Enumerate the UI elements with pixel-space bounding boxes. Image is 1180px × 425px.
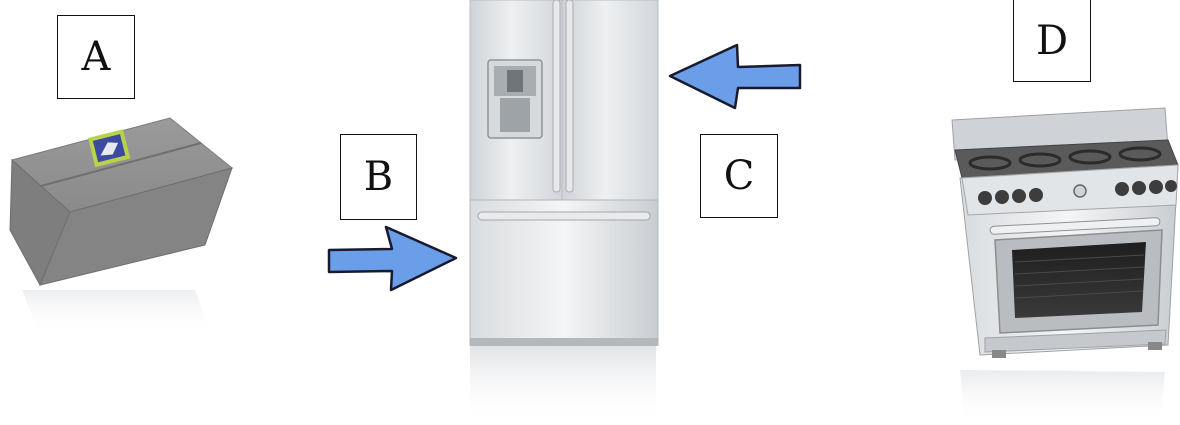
stove-oven-icon bbox=[952, 108, 1178, 425]
label-d: D bbox=[1036, 18, 1068, 64]
label-box-b: B bbox=[340, 134, 417, 220]
arrow-left-icon bbox=[670, 45, 800, 108]
label-box-c: C bbox=[700, 134, 778, 218]
label-a: A bbox=[82, 34, 111, 80]
cardboard-box-icon bbox=[10, 118, 232, 335]
label-b: B bbox=[364, 154, 393, 200]
label-box-d: D bbox=[1013, 0, 1091, 82]
label-c: C bbox=[724, 153, 755, 199]
refrigerator-icon bbox=[470, 0, 658, 425]
arrow-right-icon bbox=[329, 227, 456, 290]
label-box-a: A bbox=[57, 15, 135, 99]
